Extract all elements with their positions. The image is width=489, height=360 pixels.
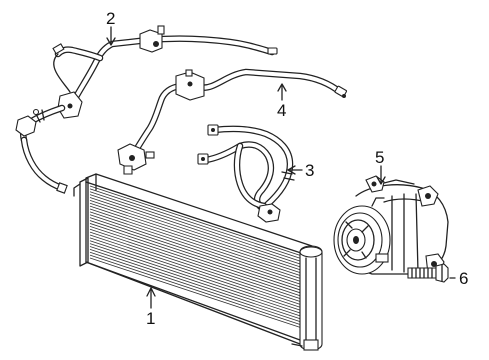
ac-line-part-2 [15,25,278,194]
condenser-fin [89,223,303,294]
condenser-fin [89,248,303,320]
condenser-fin [89,208,303,280]
condenser-fin [89,220,303,291]
condenser-fin [89,217,303,289]
condenser-fin [89,194,303,266]
condenser-fin [89,240,303,312]
condenser-fins [89,185,303,329]
condenser-fin [89,191,303,263]
callout-4: 4 [277,101,286,120]
condenser-fin [89,231,303,303]
condenser-fin [89,214,303,286]
condenser-part-1 [73,173,323,351]
condenser-fin [89,197,303,268]
condenser-fin [89,200,303,271]
condenser-fin [89,211,303,283]
callout-1: 1 [146,309,155,328]
callout-6: 6 [459,269,468,288]
condenser-fin [89,237,303,309]
callout-2: 2 [106,9,115,28]
condenser-fin [89,251,303,323]
condenser-fin [89,188,303,260]
condenser-fin [89,257,303,329]
condenser-fin [89,225,303,297]
callout-3: 3 [305,161,314,180]
condenser-fin [89,202,303,274]
callout-5: 5 [375,148,384,167]
compressor-part-5 [333,175,449,275]
condenser-fin [89,234,303,306]
ac-line-part-4 [117,68,348,175]
condenser-fin [89,243,303,314]
bolt-part-6 [407,263,449,283]
condenser-fin [89,185,303,257]
condenser-fin [89,246,303,317]
condenser-fin [89,228,303,300]
leader-lines [106,26,456,309]
condenser-fin [89,254,303,326]
condenser-fin [89,205,303,277]
ac-hose-part-3 [197,124,295,223]
